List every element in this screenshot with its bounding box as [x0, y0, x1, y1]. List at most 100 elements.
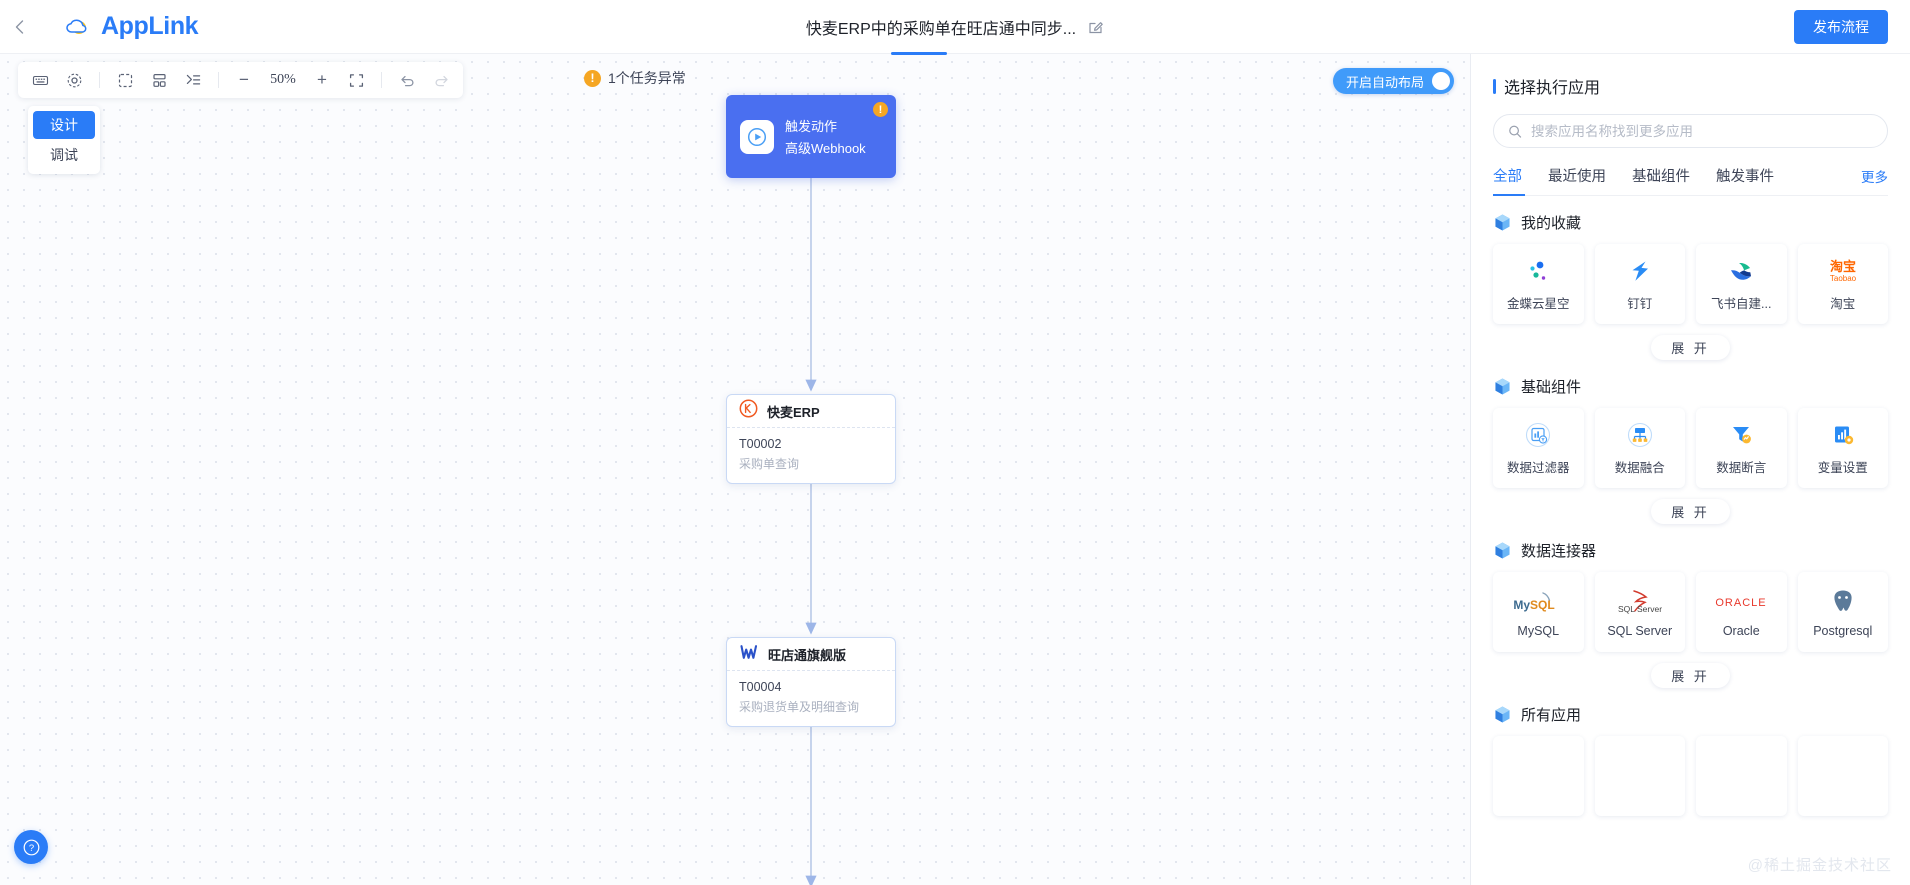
svg-text:MySQL: MySQL — [1514, 598, 1555, 612]
app-card-data-assert[interactable]: 数据断言 — [1696, 408, 1787, 488]
app-label: SQL Server — [1607, 623, 1673, 638]
app-card-mysql[interactable]: MySQL MySQL — [1493, 572, 1584, 652]
svg-text:?: ? — [28, 843, 33, 854]
redo-icon[interactable] — [425, 65, 457, 95]
fit-screen-icon[interactable] — [340, 65, 372, 95]
help-button[interactable]: ? — [14, 830, 48, 864]
kuaimai-erp-logo — [739, 399, 758, 423]
select-area-icon[interactable] — [109, 65, 141, 95]
app-search-box[interactable] — [1493, 114, 1888, 148]
play-circle-icon — [740, 119, 774, 154]
app-card-sqlserver[interactable]: SQL Server SQL Server — [1594, 572, 1685, 652]
app-card-placeholder[interactable] — [1594, 736, 1685, 816]
app-card-placeholder[interactable] — [1493, 736, 1584, 816]
panel-title-row: 选择执行应用 — [1493, 74, 1888, 98]
app-label: Postgresql — [1813, 623, 1873, 638]
app-category-tabs: 全部 最近使用 基础组件 触发事件 更多 — [1493, 165, 1888, 196]
app-card-dingtalk[interactable]: 钉钉 — [1594, 244, 1685, 324]
section-title: 数据连接器 — [1521, 543, 1597, 560]
flow-node-wangdiantong[interactable]: 旺店通旗舰版 T00004 采购退货单及明细查询 — [726, 637, 896, 727]
app-card-data-merge[interactable]: 数据融合 — [1594, 408, 1685, 488]
app-card-placeholder[interactable] — [1696, 736, 1787, 816]
keyboard-shortcuts-icon[interactable] — [24, 65, 56, 95]
tab-trigger-events[interactable]: 触发事件 — [1716, 169, 1774, 185]
auto-layout-toggle[interactable]: 开启自动布局 — [1332, 68, 1454, 94]
data-filter-icon — [1523, 420, 1553, 450]
chevron-left-icon — [15, 19, 24, 34]
app-card-kingdee[interactable]: 金蝶云星空 — [1493, 244, 1584, 324]
app-grid-data-connectors: MySQL MySQL SQL Server SQL Server ORACLE — [1493, 572, 1888, 652]
sqlserver-logo: SQL Server — [1612, 587, 1668, 617]
app-card-oracle[interactable]: ORACLE Oracle — [1696, 572, 1787, 652]
node-body: T00004 采购退货单及明细查询 — [727, 671, 895, 726]
wangdiantong-logo — [739, 642, 759, 667]
app-card-data-filter[interactable]: 数据过滤器 — [1493, 408, 1584, 488]
flow-canvas[interactable]: − 50% + ! 1个任务异常 开启自动布局 — [0, 54, 1470, 885]
tab-all[interactable]: 全部 — [1493, 169, 1522, 185]
svg-text:SQL Server: SQL Server — [1618, 604, 1662, 614]
expand-button-basic-components[interactable]: 展 开 — [1651, 499, 1730, 524]
app-label: MySQL — [1517, 623, 1560, 638]
app-card-variable-settings[interactable]: 变量设置 — [1797, 408, 1888, 488]
tab-design[interactable]: 设计 — [33, 111, 95, 139]
search-icon — [1509, 125, 1522, 138]
data-merge-icon — [1625, 420, 1655, 450]
search-input[interactable] — [1531, 123, 1873, 139]
watermark: @稀土掘金技术社区 — [1747, 857, 1892, 874]
variable-settings-icon — [1828, 420, 1858, 450]
svg-text:ORACLE: ORACLE — [1716, 597, 1767, 609]
tab-debug[interactable]: 调试 — [50, 147, 78, 163]
section-header-all-apps: 所有应用 — [1493, 704, 1888, 725]
dingtalk-logo — [1625, 256, 1655, 286]
canvas-toolbar: − 50% + — [18, 62, 463, 98]
back-button[interactable] — [0, 0, 40, 54]
cube-icon — [1495, 214, 1510, 231]
flow-node-kuaimai-erp[interactable]: 快麦ERP T00002 采购单查询 — [726, 394, 896, 484]
app-card-postgresql[interactable]: Postgresql — [1797, 572, 1888, 652]
tab-basic-components[interactable]: 基础组件 — [1632, 169, 1690, 185]
undo-icon[interactable] — [391, 65, 423, 95]
section-title: 所有应用 — [1521, 707, 1582, 724]
zoom-in-button[interactable]: + — [317, 70, 327, 89]
brand[interactable]: AppLink — [62, 12, 199, 42]
panel-title: 选择执行应用 — [1504, 80, 1601, 97]
flow-node-trigger[interactable]: ! 触发动作 高级Webhook — [726, 95, 896, 178]
app-grid-all-apps — [1493, 736, 1888, 816]
node-code: T00002 — [739, 437, 782, 451]
oracle-logo: ORACLE — [1708, 587, 1774, 617]
task-warning-chip[interactable]: ! 1个任务异常 — [584, 68, 686, 88]
publish-button[interactable]: 发布流程 — [1794, 10, 1888, 44]
toolbar-divider — [99, 72, 100, 88]
app-card-taobao[interactable]: 淘宝 Taobao 淘宝 — [1797, 244, 1888, 324]
cube-icon — [1495, 706, 1510, 723]
mode-tab-group: 设计 调试 — [28, 106, 100, 174]
page-title: 快麦ERP中的采购单在旺店通中同步... — [805, 21, 1077, 38]
auto-layout-label: 开启自动布局 — [1345, 74, 1424, 90]
cube-icon — [1495, 542, 1510, 559]
app-label: Oracle — [1722, 623, 1760, 638]
tab-recent[interactable]: 最近使用 — [1548, 169, 1606, 185]
tab-active-underline — [1493, 194, 1525, 196]
section-title: 我的收藏 — [1521, 215, 1582, 232]
data-assert-icon — [1726, 420, 1756, 450]
align-layout-icon[interactable] — [143, 65, 175, 95]
kingdee-cloud-logo — [1523, 256, 1553, 286]
expand-button-favorites[interactable]: 展 开 — [1651, 335, 1730, 360]
zoom-out-button[interactable]: − — [239, 70, 249, 89]
toggle-knob — [1432, 72, 1450, 90]
collapse-tree-icon[interactable] — [177, 65, 209, 95]
node-header: 旺店通旗舰版 — [727, 638, 895, 671]
section-header-favorites: 我的收藏 — [1493, 212, 1888, 233]
more-tabs-link[interactable]: 更多 — [1861, 169, 1888, 185]
node-code: T00004 — [739, 680, 782, 694]
cube-icon — [1495, 378, 1510, 395]
feishu-logo — [1726, 256, 1756, 286]
app-card-feishu[interactable]: 飞书自建... — [1696, 244, 1787, 324]
mysql-logo: MySQL — [1510, 587, 1566, 617]
app-card-placeholder[interactable] — [1797, 736, 1888, 816]
expand-button-data-connectors[interactable]: 展 开 — [1651, 663, 1730, 688]
focus-target-icon[interactable] — [58, 65, 90, 95]
edit-pencil-icon[interactable] — [1088, 19, 1104, 35]
panel-title-accent-bar — [1493, 78, 1496, 94]
node-description: 采购退货单及明细查询 — [739, 700, 860, 714]
